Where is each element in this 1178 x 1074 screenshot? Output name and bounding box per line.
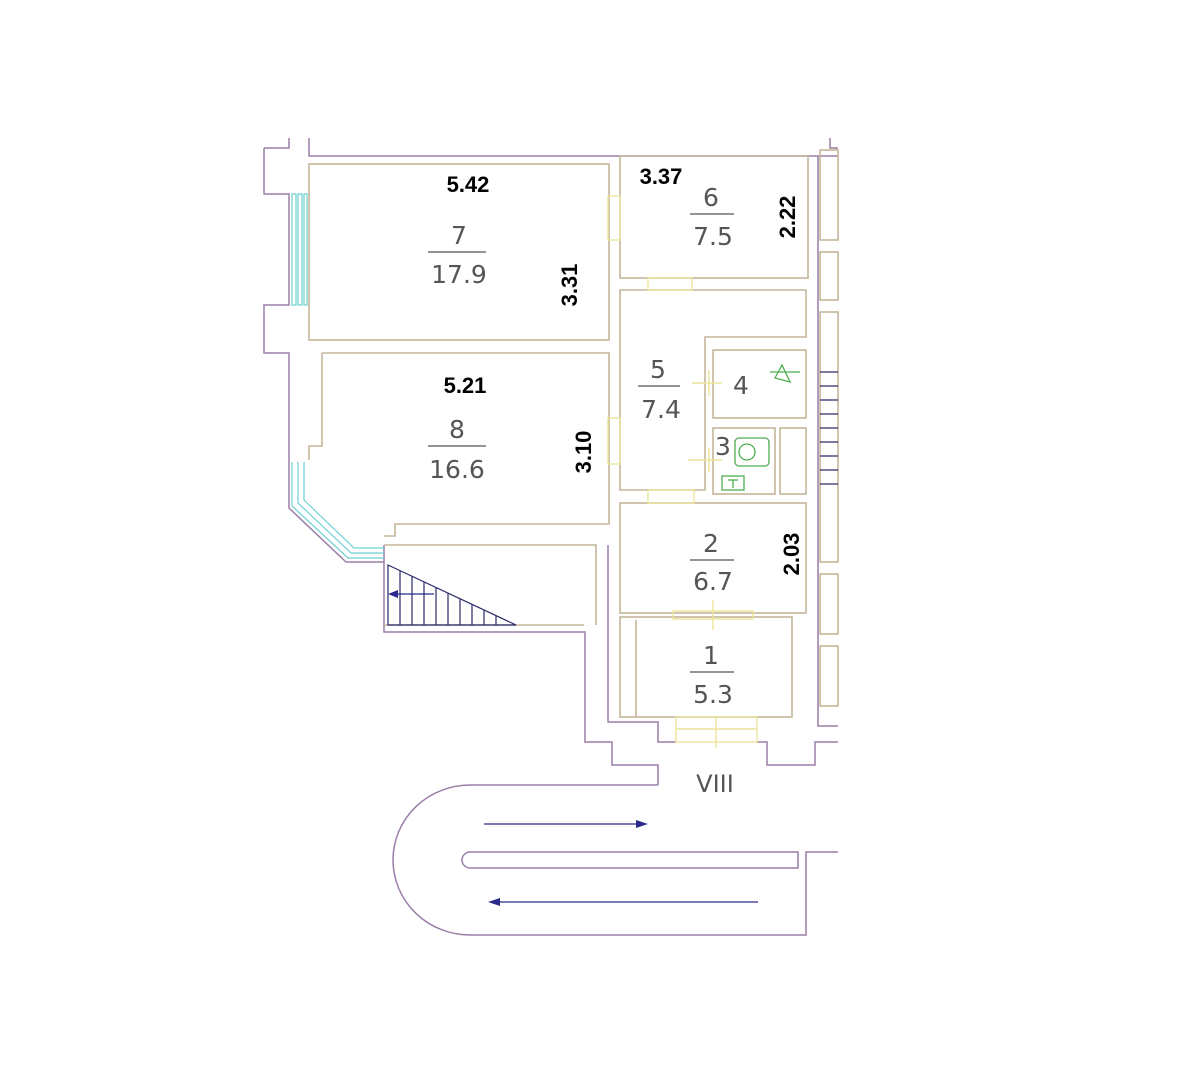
room-4: 4	[733, 371, 749, 400]
room-5: 5 7.4	[638, 355, 681, 424]
room-8-walls	[322, 352, 610, 537]
door-6-5	[647, 277, 693, 291]
side-steps	[820, 371, 838, 485]
room-6: 3.37 6 7.5 2.22	[640, 164, 800, 251]
windows	[291, 193, 384, 559]
room-7-number: 7	[451, 221, 467, 250]
room-5-walls	[619, 289, 807, 491]
room-2-number: 2	[703, 529, 719, 558]
room-7: 5.42 7 17.9 3.31	[428, 172, 582, 306]
room-3-walls	[712, 427, 776, 495]
toilet-icon	[721, 437, 770, 491]
interior-walls	[308, 149, 839, 718]
sink-icon	[770, 363, 800, 383]
room-1: 1 5.3	[690, 641, 734, 709]
room-8-width: 5.21	[444, 373, 487, 398]
entrance-label: VIII	[696, 770, 734, 798]
door-7-6	[607, 195, 621, 241]
room-2-depth: 2.03	[779, 533, 804, 576]
room-1-area: 5.3	[693, 680, 733, 709]
room-8: 5.21 8 16.6 3.10	[428, 373, 596, 484]
room-4-walls	[712, 349, 807, 419]
ramp	[392, 784, 838, 936]
room-8-depth: 3.10	[571, 431, 596, 474]
room-4-number: 4	[733, 371, 749, 400]
room-5-number: 5	[650, 355, 666, 384]
room-6-number: 6	[703, 183, 719, 212]
window-room-7	[291, 193, 297, 306]
outer-walls	[263, 138, 838, 785]
room-8-number: 8	[449, 415, 465, 444]
doors	[607, 195, 758, 748]
room-5-area: 7.4	[641, 395, 681, 424]
room-6-depth: 2.22	[775, 196, 800, 239]
room-2-area: 6.7	[693, 567, 733, 596]
room-1-number: 1	[703, 641, 719, 670]
bathroom-fixtures	[721, 363, 800, 491]
staircase	[387, 564, 517, 626]
room-2: 2 6.7 2.03	[690, 529, 804, 596]
room-7-width: 5.42	[447, 172, 490, 197]
room-7-depth: 3.31	[557, 264, 582, 307]
room-7-area: 17.9	[431, 260, 487, 289]
room-6-area: 7.5	[693, 222, 733, 251]
room-6-width: 3.37	[640, 164, 683, 189]
room-3: 3	[715, 432, 731, 461]
room-8-area: 16.6	[429, 455, 485, 484]
room-7-walls	[308, 163, 610, 341]
room-3-number: 3	[715, 432, 731, 461]
door-8-5	[607, 417, 621, 465]
door-5-2	[647, 489, 695, 504]
